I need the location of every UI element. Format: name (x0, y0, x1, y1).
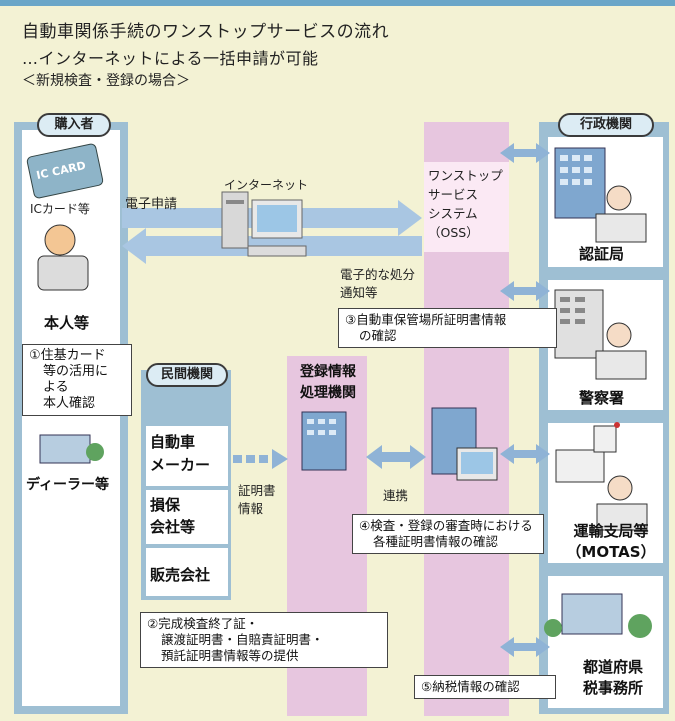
note-1-line: 本人確認 (43, 396, 96, 411)
private-tag: 民間機関 (146, 363, 228, 387)
gov-label-transport-bureau: 運輸支局等 （MOTAS） (563, 521, 659, 563)
link-label: 連携 (383, 488, 409, 503)
note-1-identity: ①住基カード 等の活用に よる 本人確認 (22, 344, 132, 416)
private-item-line: 自動車 (150, 433, 196, 451)
private-item-dealer: 販売会社 (150, 566, 211, 584)
note-4-line: ④検査・登録の審査時における (359, 518, 533, 533)
notice-line: 電子的な処分 (340, 267, 416, 282)
note-2-line: ②完成検査終了証・ (147, 616, 259, 631)
certificate-dotted-arrow (233, 449, 288, 469)
certificate-info-label: 証明書 情報 (238, 482, 276, 518)
gov-label-certificate-authority: 認証局 (579, 245, 625, 263)
diagram-subtitle: …インターネットによる一括申請が可能 (22, 49, 319, 68)
certificate-info-line: 情報 (238, 501, 264, 516)
officer-icon-2 (595, 322, 647, 380)
top-accent-bar (0, 0, 675, 6)
officer-icon-1 (595, 185, 647, 243)
oss-label: ワンストップ サービス システム （OSS） (428, 166, 503, 242)
ic-card-icon (26, 143, 104, 199)
oss-line: サービス (428, 187, 479, 202)
note-3-parking: ③自動車保管場所証明書情報 の確認 (338, 308, 557, 348)
registry-line: 処理機関 (300, 385, 356, 401)
buyer-person-icon (37, 224, 89, 291)
e-application-label: 電子申請 (125, 197, 178, 212)
notice-line: 通知等 (340, 285, 378, 300)
building-icon-transport-bureau (555, 422, 620, 483)
gov-label-line: （MOTAS） (566, 543, 656, 561)
gov-label-tax-office: 都道府県 税事務所 (573, 657, 653, 699)
buyer-person-label: 本人等 (44, 314, 90, 332)
building-icon-police (554, 289, 604, 359)
note-4-line: 各種証明書情報の確認 (373, 534, 499, 549)
dealer-building-icon (39, 434, 104, 464)
notice-label: 電子的な処分 通知等 (340, 266, 415, 302)
note-1-line: ①住基カード (29, 348, 106, 363)
building-icon-tax-office (544, 593, 652, 638)
note-1-line: よる (43, 380, 69, 395)
note-2-line: 預託証明書情報等の提供 (161, 648, 299, 663)
link-arrow (366, 445, 426, 469)
note-2-line: 譲渡証明書・自賠責証明書・ (161, 632, 324, 647)
private-item-line: 会社等 (150, 518, 196, 536)
private-item-insurance: 損保 会社等 (150, 494, 195, 538)
private-item-maker: 自動車 メーカー (150, 431, 210, 477)
private-item-line: 損保 (150, 496, 181, 514)
note-3-line: ③自動車保管場所証明書情報 (345, 312, 507, 327)
diagram-scope: ＜新規検査・登録の場合＞ (22, 73, 190, 89)
building-icon-certificate-authority (554, 147, 606, 219)
diagram-title: 自動車関係手続のワンストップサービスの流れ (22, 22, 390, 42)
oss-line: システム (428, 206, 478, 221)
gov-tag: 行政機関 (558, 113, 654, 137)
registry-label: 登録情報 処理機関 (296, 362, 360, 404)
note-3-line: の確認 (359, 328, 397, 343)
registry-line: 登録情報 (300, 364, 356, 380)
oss-gov-arrows (500, 143, 550, 657)
gov-label-line: 都道府県 (582, 658, 643, 676)
note-2-certificates: ②完成検査終了証・ 譲渡証明書・自賠責証明書・ 預託証明書情報等の提供 (140, 612, 388, 668)
note-5-tax: ⑤納税情報の確認 (414, 675, 556, 699)
registry-building-icon (301, 411, 347, 471)
certificate-info-line: 証明書 (238, 483, 276, 498)
internet-label: インターネット (224, 178, 309, 192)
gov-label-police: 警察署 (579, 389, 625, 407)
note-4-inspection: ④検査・登録の審査時における 各種証明書情報の確認 (352, 514, 544, 554)
buyer-tag: 購入者 (37, 113, 111, 137)
oss-line: ワンストップ (428, 168, 503, 183)
oss-server-icon (431, 407, 498, 481)
gov-label-line: 税事務所 (582, 679, 643, 697)
dealer-label: ディーラー等 (26, 477, 110, 493)
gov-label-line: 運輸支局等 (573, 522, 649, 540)
oss-line: （OSS） (428, 225, 479, 240)
internet-computer-icon (221, 191, 307, 257)
private-item-line: メーカー (150, 456, 211, 474)
note-1-line: 等の活用に (43, 364, 109, 379)
officer-icon-3 (596, 475, 648, 531)
ic-card-label: ICカード等 (30, 202, 90, 216)
